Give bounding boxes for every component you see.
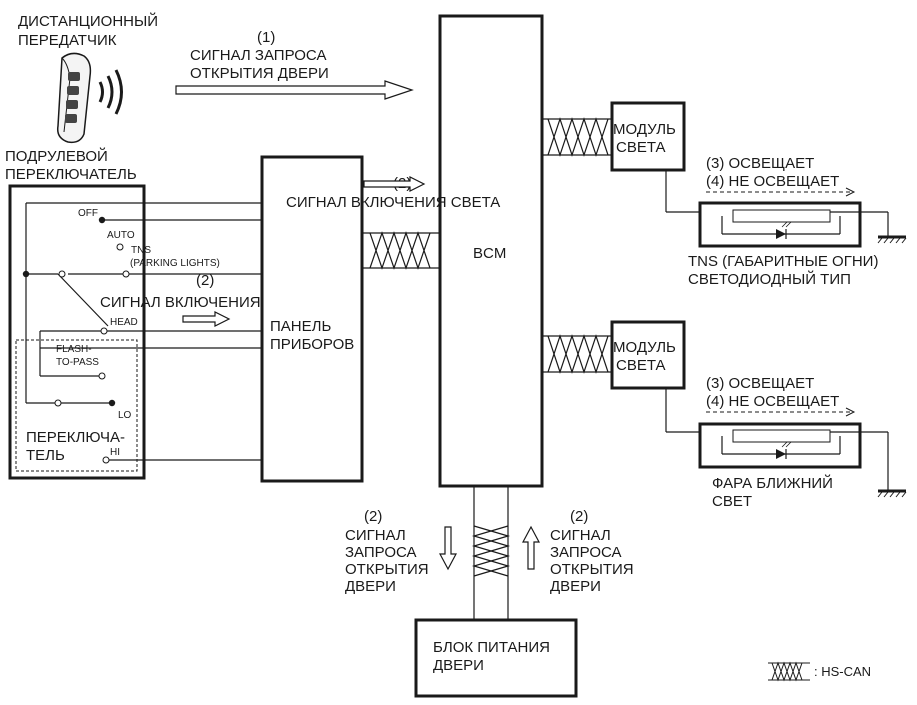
signal-1-number: (1) bbox=[257, 29, 275, 46]
bcm-unit: BCM bbox=[438, 14, 544, 488]
pos-flash-label2: TO-PASS bbox=[56, 357, 99, 368]
legend-label: : HS-CAN bbox=[814, 664, 871, 679]
light-module-top-line1: МОДУЛЬ bbox=[613, 121, 676, 138]
door-power-unit: БЛОК ПИТАНИЯ ДВЕРИ bbox=[414, 618, 578, 698]
pos-off-label: OFF bbox=[78, 208, 98, 219]
door-req-right-line3: ОТКРЫТИЯ bbox=[550, 561, 634, 578]
bcm-label: BCM bbox=[473, 245, 506, 262]
hs-can-bcm-module-top bbox=[542, 117, 612, 157]
light-signal-top-text: СИГНАЛ ВКЛЮЧЕНИЯ СВЕТА bbox=[286, 194, 500, 211]
signal-1-arrow-icon bbox=[175, 80, 414, 100]
down-arrow-icon bbox=[439, 526, 457, 571]
pos-head-label: HEAD bbox=[110, 317, 138, 328]
door-req-left-line2: ЗАПРОСА bbox=[345, 544, 417, 561]
instrument-panel-box bbox=[260, 155, 364, 483]
light-signal-top-arrow-icon bbox=[363, 176, 426, 192]
tns-lamp-line2: СВЕТОДИОДНЫЙ ТИП bbox=[688, 270, 851, 288]
door-req-right-number: (2) bbox=[570, 508, 588, 525]
remote-label-line1: ДИСТАНЦИОННЫЙ bbox=[18, 12, 158, 30]
door-request-right: (2) СИГНАЛ ЗАПРОСА ОТКРЫТИЯ ДВЕРИ bbox=[522, 508, 634, 595]
hs-can-panel-bcm bbox=[362, 231, 440, 270]
light-signal-left-arrow-icon bbox=[182, 311, 231, 327]
door-req-left-line3: ОТКРЫТИЯ bbox=[345, 561, 429, 578]
combo-switch-line1: ПОДРУЛЕВОЙ bbox=[5, 147, 108, 165]
door-power-box bbox=[414, 618, 578, 698]
light-module-top: МОДУЛЬ СВЕТА bbox=[610, 101, 686, 172]
dimmer-switch-frame bbox=[15, 339, 138, 472]
remote-label-line2: ПЕРЕДАТЧИК bbox=[18, 32, 117, 49]
door-req-right-line2: ЗАПРОСА bbox=[550, 544, 622, 561]
light-module-top-box bbox=[610, 101, 686, 172]
instrument-panel-line1: ПАНЕЛЬ bbox=[270, 318, 331, 335]
led-icon bbox=[776, 441, 792, 459]
light-signal-left-number: (2) bbox=[196, 272, 214, 289]
key-fob-icon bbox=[56, 52, 92, 144]
light-module-bottom-line1: МОДУЛЬ bbox=[613, 339, 676, 356]
door-request-left: (2) СИГНАЛ ЗАПРОСА ОТКРЫТИЯ ДВЕРИ bbox=[345, 508, 457, 595]
pos-hi-label: HI bbox=[110, 447, 120, 458]
tns-status-unlit: (4) НЕ ОСВЕЩАЕТ bbox=[706, 173, 839, 190]
head-status-unlit: (4) НЕ ОСВЕЩАЕТ bbox=[706, 393, 839, 410]
combo-switch-frame bbox=[8, 184, 146, 480]
dimmer-switch-line1: ПЕРЕКЛЮЧА- bbox=[26, 429, 125, 446]
hs-can-bcm-module-bottom bbox=[542, 334, 612, 374]
ground-icon bbox=[877, 235, 907, 244]
legend: : HS-CAN bbox=[768, 661, 871, 682]
tns-lamp-box bbox=[698, 201, 862, 248]
door-req-left-line1: СИГНАЛ bbox=[345, 527, 406, 544]
head-lamp-group: (3) ОСВЕЩАЕТ (4) НЕ ОСВЕЩАЕТ ФАРА БЛИЖНИ… bbox=[665, 375, 907, 510]
door-req-right-line1: СИГНАЛ bbox=[550, 527, 611, 544]
switch-wiring bbox=[25, 202, 262, 461]
remote-transmitter: ДИСТАНЦИОННЫЙ ПЕРЕДАТЧИК bbox=[18, 12, 158, 144]
door-power-line2: ДВЕРИ bbox=[433, 657, 484, 674]
door-power-line1: БЛОК ПИТАНИЯ bbox=[433, 639, 550, 656]
head-lamp-box bbox=[698, 422, 862, 469]
light-module-bottom-box bbox=[610, 320, 686, 390]
combo-switch-line2: ПЕРЕКЛЮЧАТЕЛЬ bbox=[5, 166, 137, 183]
tns-lamp-group: (3) ОСВЕЩАЕТ (4) НЕ ОСВЕЩАЕТ TNS (ГАБАРИ… bbox=[665, 155, 907, 288]
pos-auto-label: AUTO bbox=[107, 230, 135, 241]
head-lamp-line2: СВЕТ bbox=[712, 493, 752, 510]
pos-tns-label: TNS bbox=[131, 245, 151, 256]
radio-waves-icon bbox=[98, 69, 123, 115]
light-signal-top: (2) СИГНАЛ ВКЛЮЧЕНИЯ СВЕТА bbox=[286, 175, 500, 211]
light-module-bottom: МОДУЛЬ СВЕТА bbox=[610, 320, 686, 390]
up-arrow-icon bbox=[522, 525, 540, 570]
door-req-left-line4: ДВЕРИ bbox=[345, 578, 396, 595]
instrument-panel: ПАНЕЛЬ ПРИБОРОВ bbox=[260, 155, 364, 483]
hs-can-legend-icon bbox=[768, 661, 810, 682]
signal-1-line1: СИГНАЛ ЗАПРОСА bbox=[190, 47, 326, 64]
head-lamp-line1: ФАРА БЛИЖНИЙ bbox=[712, 474, 833, 492]
signal-1-door-request: (1) СИГНАЛ ЗАПРОСА ОТКРЫТИЯ ДВЕРИ bbox=[175, 29, 414, 100]
combination-switch: ПОДРУЛЕВОЙ ПЕРЕКЛЮЧАТЕЛЬ OFF AUTO TNS (P… bbox=[5, 147, 262, 480]
switch-contacts bbox=[22, 216, 130, 464]
head-status-lit: (3) ОСВЕЩАЕТ bbox=[706, 375, 814, 392]
ground-icon bbox=[877, 489, 907, 498]
pos-parking-label: (PARKING LIGHTS) bbox=[130, 258, 220, 269]
tns-lamp-line1: TNS (ГАБАРИТНЫЕ ОГНИ) bbox=[688, 253, 878, 270]
door-req-left-number: (2) bbox=[364, 508, 382, 525]
door-req-right-line4: ДВЕРИ bbox=[550, 578, 601, 595]
light-module-bottom-line2: СВЕТА bbox=[616, 357, 666, 374]
signal-1-line2: ОТКРЫТИЯ ДВЕРИ bbox=[190, 65, 329, 82]
dimmer-switch-line2: ТЕЛЬ bbox=[26, 447, 65, 464]
tns-status-lit: (3) ОСВЕЩАЕТ bbox=[706, 155, 814, 172]
bcm-box bbox=[438, 14, 544, 488]
light-module-top-line2: СВЕТА bbox=[616, 139, 666, 156]
led-icon bbox=[776, 221, 792, 239]
pos-flash-label1: FLASH- bbox=[56, 344, 92, 355]
hs-can-bcm-door bbox=[471, 486, 511, 620]
instrument-panel-line2: ПРИБОРОВ bbox=[270, 336, 354, 353]
pos-lo-label: LO bbox=[118, 410, 132, 421]
